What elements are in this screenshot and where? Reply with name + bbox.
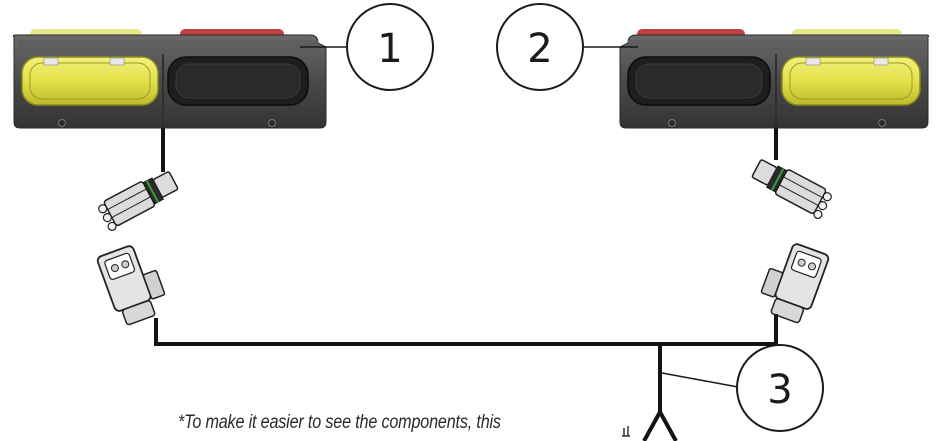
callout-1-label: 1 [377,26,402,72]
left-plug-connector [98,171,179,232]
callout-2-label: 2 [527,26,552,72]
dark-lens [627,56,771,106]
left-socket-connector [96,245,166,326]
wiring-harness [154,314,778,441]
right-plug-connector [751,159,832,220]
callout-3: 3 [661,344,824,432]
right-tail-light [619,29,930,129]
callout-1: 1 [300,3,434,91]
amber-lens [781,56,921,106]
right-socket-connector [760,243,830,324]
left-tail-light [12,29,327,129]
callout-3-label: 3 [767,367,792,413]
footnote-text: *To make it easier to see the components… [178,412,501,433]
dark-lens [167,56,309,106]
harness-tag-icon [622,426,630,437]
amber-lens [21,56,159,106]
callout-2: 2 [496,3,638,91]
